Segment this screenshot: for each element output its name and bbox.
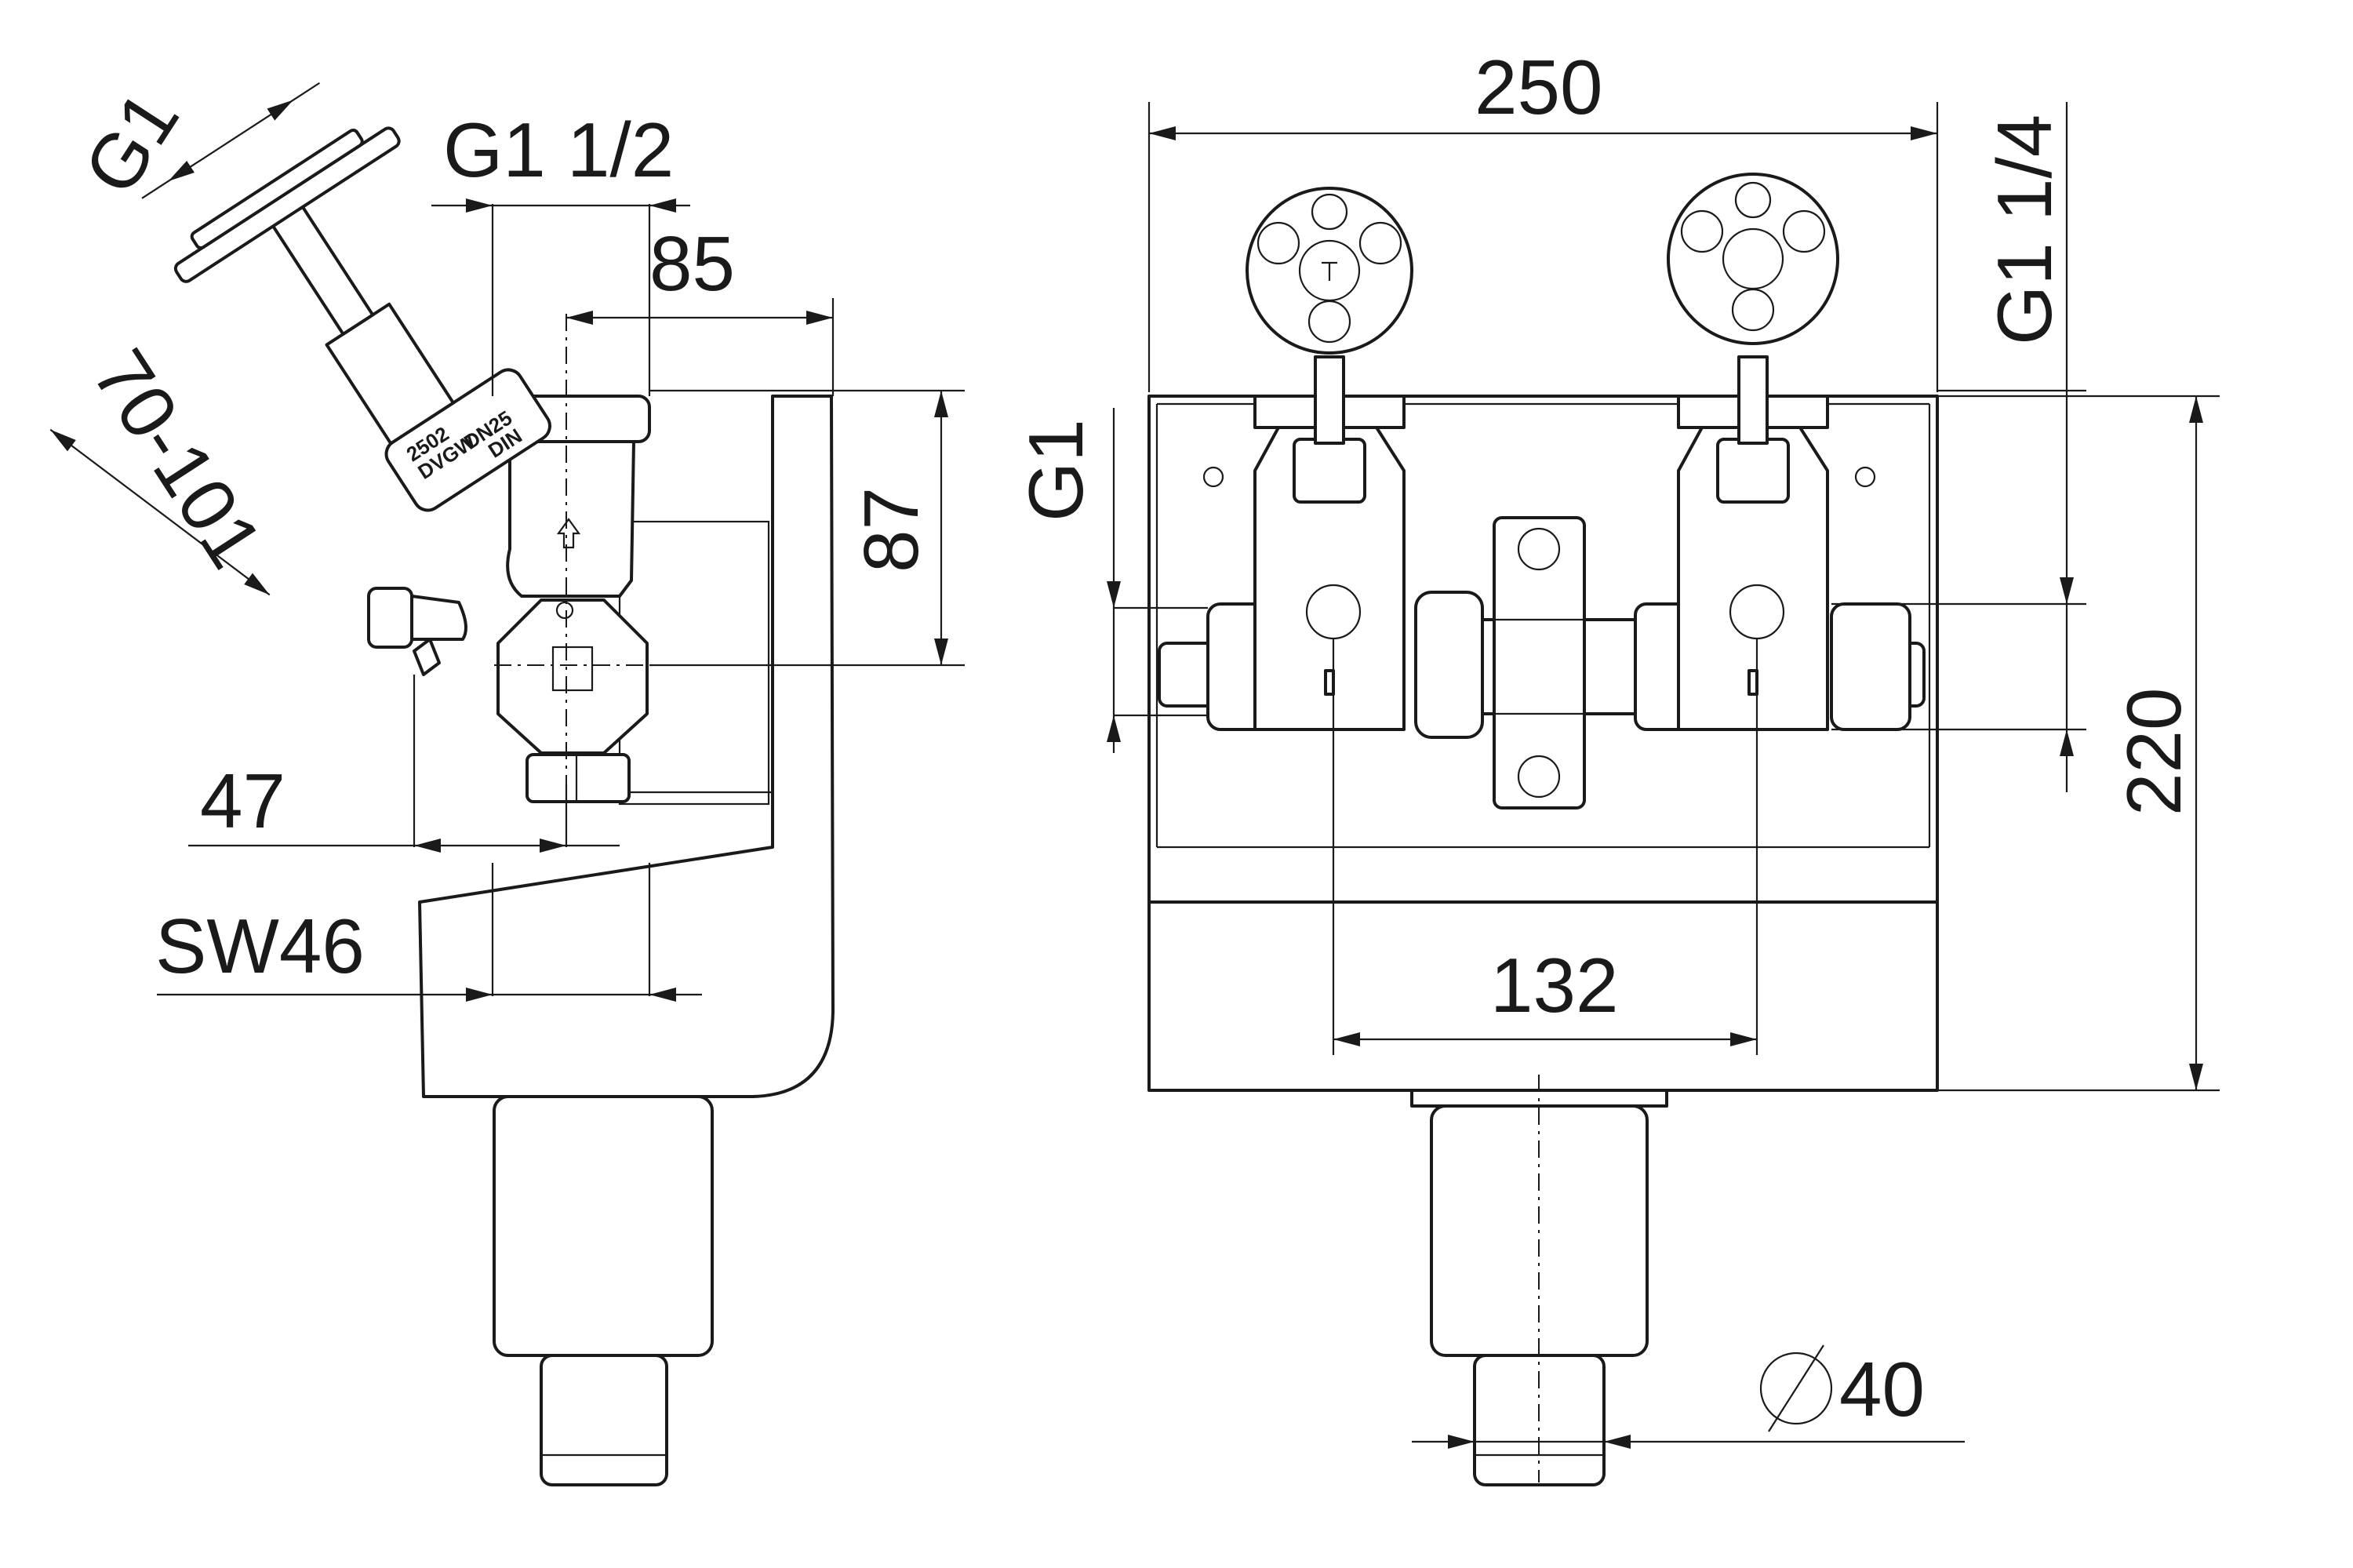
side-outlet-spigot [540, 1354, 668, 1486]
side-bolt [526, 753, 631, 803]
dim-g1-handwheel: G1 [67, 76, 195, 209]
front-view: 250 G1 1/4 G1 220 132 [1013, 44, 2220, 1486]
dim-47: 47 [200, 758, 285, 844]
dim-g1-front: G1 [1013, 419, 1099, 522]
side-outlet-pipe [493, 1095, 714, 1357]
front-mount-hole-right [1854, 466, 1876, 488]
dim-132: 132 [1490, 942, 1619, 1028]
diameter-symbol-icon [1759, 1344, 1833, 1432]
side-drain-cock [367, 587, 413, 649]
dim-sw46: SW46 [155, 903, 365, 989]
dim-220: 220 [2111, 687, 2197, 816]
side-valve-nut [496, 598, 649, 755]
side-inclined-valve: 2502 DVGW DN25 DIN [173, 126, 551, 512]
dim-87: 87 [848, 487, 934, 573]
dim-85: 85 [649, 220, 735, 307]
front-center-bracket [1493, 516, 1586, 809]
brand-logo-icon [1322, 261, 1337, 281]
side-valve-body [506, 440, 635, 598]
dim-diameter-40: 40 [1839, 1346, 1925, 1432]
dim-250: 250 [1475, 44, 1603, 130]
dim-g1-half: G1 1/2 [443, 107, 674, 193]
dim-g1-quarter: G1 1/4 [1981, 115, 2068, 345]
front-valve-left [1246, 187, 1413, 731]
flow-direction-arrow-icon [556, 518, 581, 549]
side-view: 2502 DVGW DN25 DIN G1 1/2 85 8 [45, 76, 965, 1486]
front-union-center-left [1414, 591, 1484, 739]
front-mount-hole-left [1202, 466, 1224, 488]
front-union-right [1830, 602, 1911, 731]
front-valve-right [1667, 173, 1839, 731]
dim-70-101: 70-101 [76, 335, 278, 583]
handwheel-right-icon [1667, 173, 1839, 345]
